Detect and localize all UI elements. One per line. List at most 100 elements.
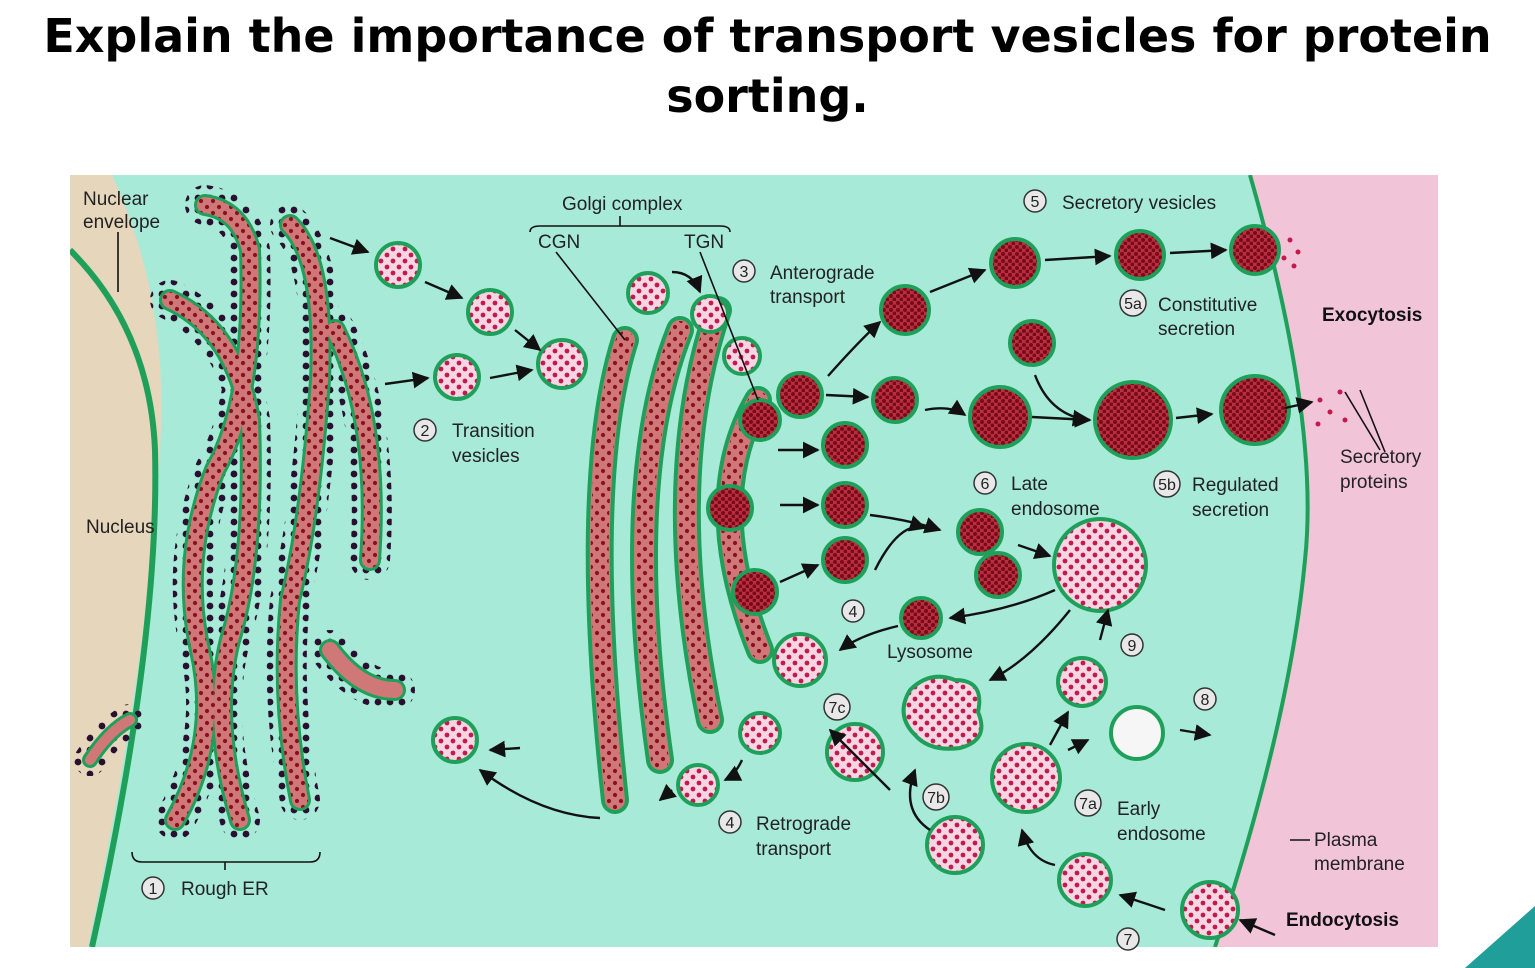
plasma-membrane <box>1213 175 1310 947</box>
vesicle <box>731 568 779 616</box>
step-number-9: 9 <box>1128 638 1137 655</box>
label-anterograde: Anterograde <box>770 263 875 284</box>
label-early-endosome: Early <box>1117 799 1161 820</box>
label-rough-er: Rough ER <box>181 879 269 900</box>
label-exocytosis: Exocytosis <box>1322 305 1422 326</box>
cytoplasm <box>70 175 1438 947</box>
step-badge <box>922 783 950 811</box>
step-badge <box>413 418 437 442</box>
step-number-7b: 7b <box>927 790 945 807</box>
step-number-3: 3 <box>740 264 749 281</box>
step-number-1: 1 <box>149 881 158 898</box>
nuclear-envelope <box>70 247 159 947</box>
label-early-endosome-2: endosome <box>1117 824 1206 845</box>
step-badges <box>141 189 1217 951</box>
vesicle <box>968 385 1032 449</box>
rough-er <box>74 185 415 840</box>
vesicle <box>676 763 720 807</box>
vesicle <box>374 241 422 289</box>
vesicle <box>899 596 943 640</box>
step-badge <box>1116 927 1140 951</box>
label-retrograde: Retrograde <box>756 814 851 835</box>
label-nucleus: Nucleus <box>86 517 155 538</box>
step-number-4a: 4 <box>849 604 858 621</box>
vesicle <box>1056 656 1108 708</box>
transport-arrows <box>329 236 1314 937</box>
step-badge <box>973 471 997 495</box>
vesicle <box>989 237 1041 289</box>
label-constitutive-2: secretion <box>1158 319 1235 340</box>
vesicle <box>722 336 762 376</box>
vesicle <box>1093 380 1173 460</box>
vesicle <box>821 481 869 529</box>
label-secretory-vesicles: Secretory vesicles <box>1062 193 1216 214</box>
diagram-labels: Nuclear envelope Nucleus Rough ER Golgi … <box>83 189 1422 931</box>
empty-vesicle <box>1109 705 1165 761</box>
vesicle <box>626 271 670 315</box>
vesicle <box>706 484 754 532</box>
extracellular-space <box>1215 175 1438 947</box>
label-tgn: TGN <box>684 232 724 253</box>
label-regulated-2: secretion <box>1192 500 1269 521</box>
step-badge <box>1153 470 1181 498</box>
step-badge <box>1119 289 1147 317</box>
label-lysosome: Lysosome <box>887 642 973 663</box>
vesicle <box>821 536 869 584</box>
step-number-7a: 7a <box>1079 796 1097 813</box>
label-plasma-membrane: Plasma <box>1314 830 1378 851</box>
step-badge <box>718 810 742 834</box>
slide-title: Explain the importance of transport vesi… <box>43 9 1492 123</box>
late-endosome-part <box>974 551 1022 599</box>
step-badge <box>141 876 165 900</box>
vesicle <box>871 376 919 424</box>
vesicle <box>690 294 730 334</box>
vesicle <box>433 353 481 401</box>
corner-accent-shape <box>1465 906 1535 968</box>
leader-lines <box>117 216 1386 870</box>
label-golgi-complex: Golgi complex <box>562 194 683 215</box>
step-badge <box>1023 189 1047 213</box>
golgi-complex <box>585 296 774 814</box>
label-anterograde-2: transport <box>770 287 846 308</box>
step-badge <box>841 599 865 623</box>
label-secretory-proteins: Secretory <box>1340 447 1422 468</box>
vesicle <box>879 284 931 336</box>
label-cgn: CGN <box>538 232 580 253</box>
step-number-5b: 5b <box>1158 477 1176 494</box>
constitutive-exocytosis-vesicle <box>1229 224 1281 276</box>
vesicle <box>776 371 824 419</box>
step-number-8: 8 <box>1201 692 1210 709</box>
vesicle <box>925 815 985 875</box>
vesicle <box>772 632 828 688</box>
endocytic-vesicle <box>1180 880 1240 940</box>
label-secretory-proteins-2: proteins <box>1340 472 1408 493</box>
step-badge <box>732 259 756 283</box>
regulated-exocytosis-vesicle <box>1219 374 1291 446</box>
late-endosome <box>1052 517 1148 613</box>
label-late-endosome-2: endosome <box>1011 499 1100 520</box>
step-number-4b: 4 <box>726 815 735 832</box>
label-nuclear-envelope-2: envelope <box>83 212 160 233</box>
vesicle <box>466 288 514 336</box>
lysosome <box>901 674 984 751</box>
vesicle <box>825 722 885 782</box>
label-regulated: Regulated <box>1192 475 1279 496</box>
vesicle <box>431 716 479 764</box>
step-number-6: 6 <box>981 476 990 493</box>
label-plasma-membrane-2: membrane <box>1314 854 1405 875</box>
step-number-5a: 5a <box>1124 296 1142 313</box>
early-endosome <box>990 742 1062 814</box>
late-endosome-part <box>956 508 1004 556</box>
vesicle <box>1114 229 1166 281</box>
step-number-2: 2 <box>421 423 430 440</box>
label-retrograde-2: transport <box>756 839 832 860</box>
label-transition: Transition <box>452 421 535 442</box>
step-badge <box>823 693 851 721</box>
step-badge <box>1193 687 1217 711</box>
vesicle <box>1008 319 1056 367</box>
step-badge <box>1120 633 1144 657</box>
step-numbers: 1 2 3 4 4 5 5a 5b 6 7 7a 7b 7c 8 9 <box>149 194 1210 949</box>
step-number-5: 5 <box>1031 194 1040 211</box>
step-number-7c: 7c <box>829 700 846 717</box>
